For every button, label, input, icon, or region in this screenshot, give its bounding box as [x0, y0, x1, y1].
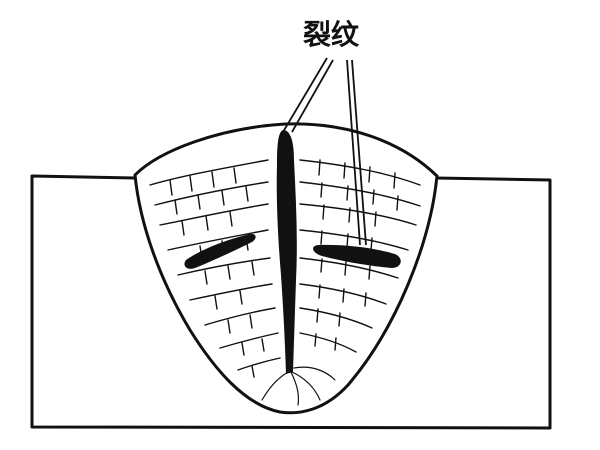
right-crack	[313, 244, 401, 268]
root-texture	[261, 366, 336, 406]
callout-leader-lines	[282, 57, 367, 246]
crack-label: 裂纹	[303, 18, 360, 51]
base-plate	[30, 174, 552, 430]
centerline-crack	[276, 130, 297, 374]
grain-structure-left	[149, 159, 281, 378]
left-crack	[184, 233, 256, 269]
grain-structure-right	[299, 159, 421, 353]
